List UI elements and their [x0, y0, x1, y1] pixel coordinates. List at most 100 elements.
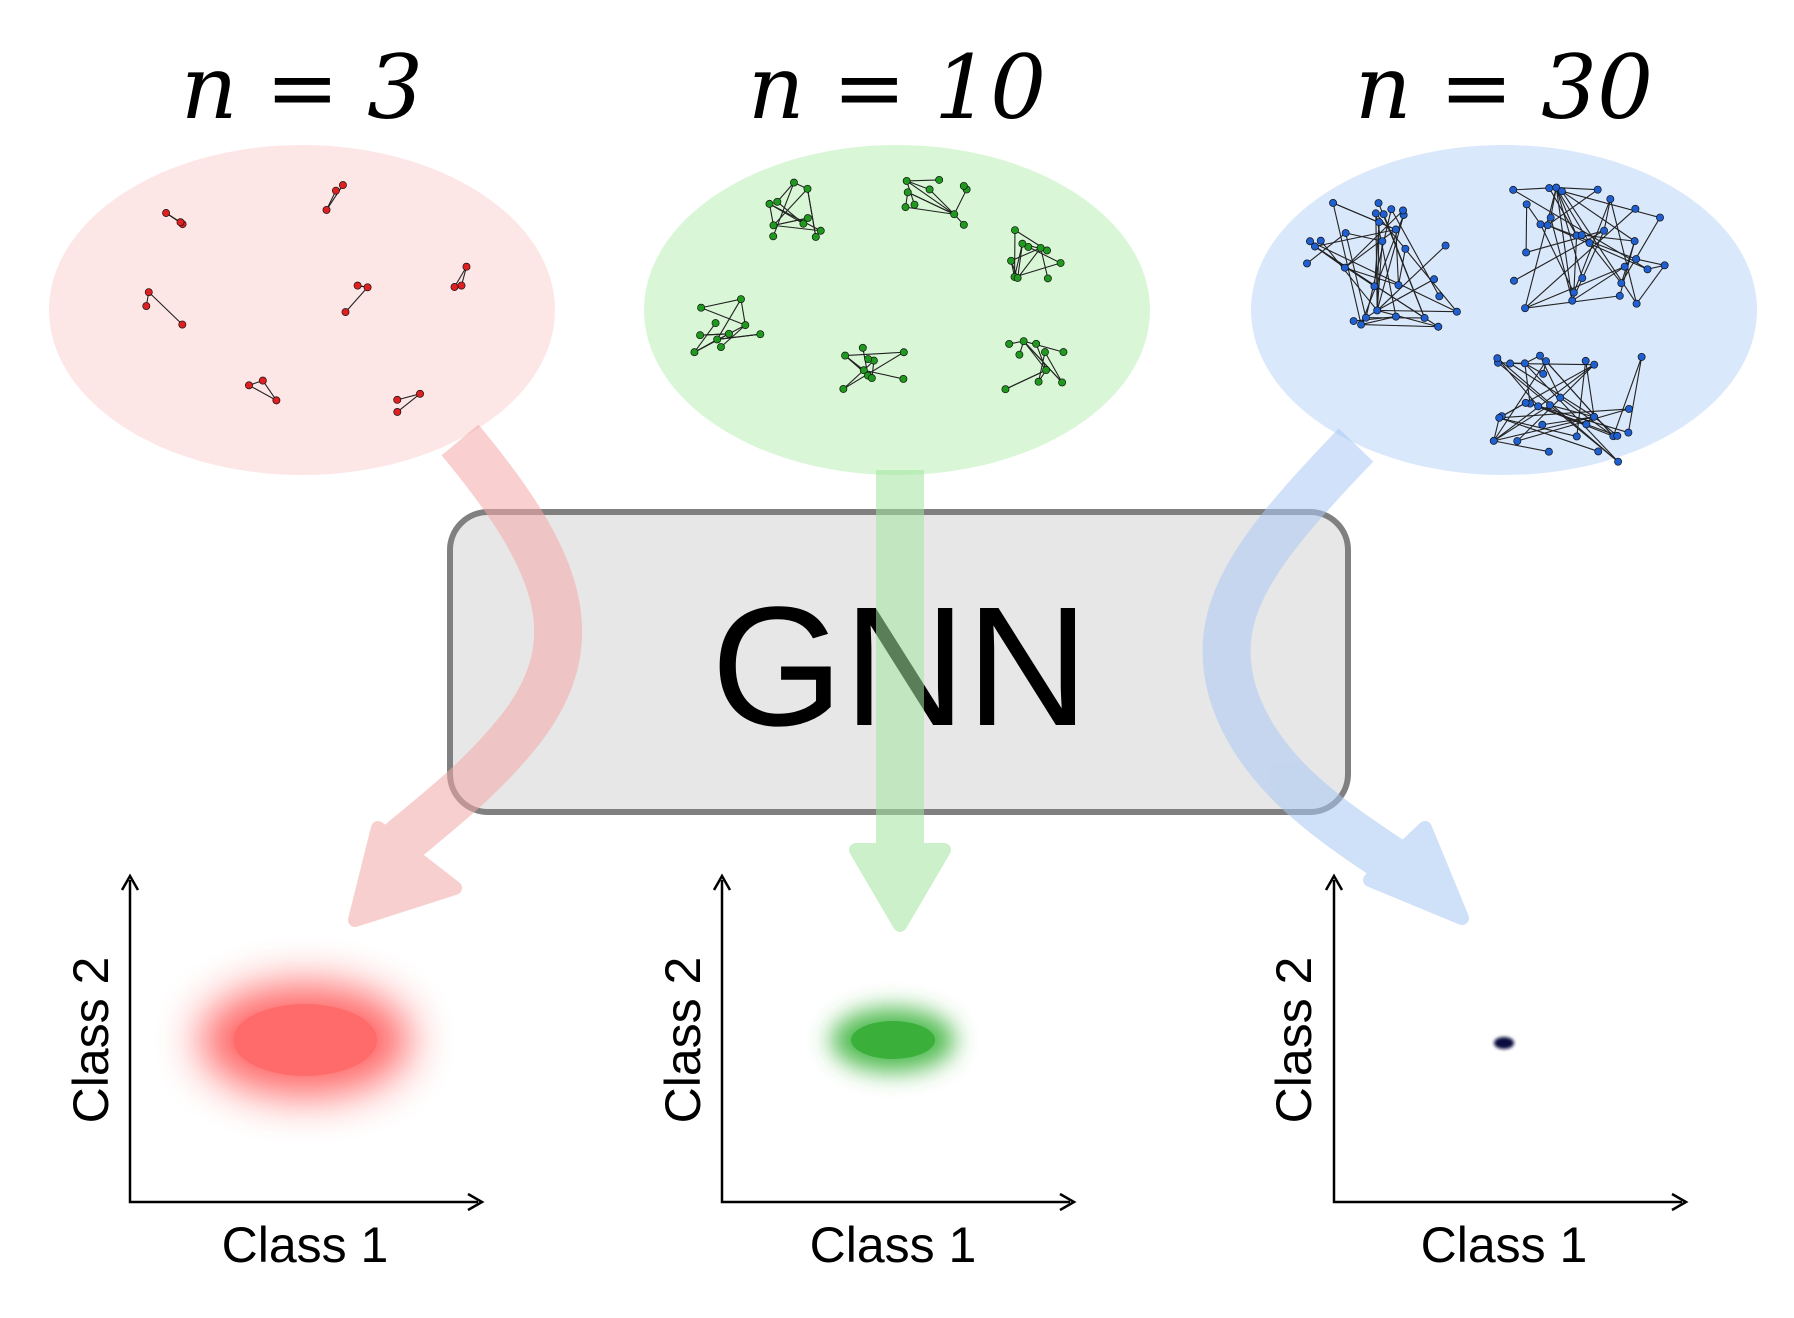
graph-n3-2	[142, 288, 187, 329]
embedding-blob-n30	[1494, 1037, 1514, 1049]
graph-node	[1019, 337, 1028, 346]
graph-node	[1521, 304, 1529, 313]
graph-node	[1546, 401, 1554, 410]
graph-node	[697, 303, 706, 312]
graph-node	[816, 226, 825, 235]
graph-node	[899, 374, 908, 383]
graph-node	[1660, 261, 1669, 270]
graph-node	[1489, 436, 1498, 445]
graph-node	[1361, 313, 1370, 322]
graph-node	[1303, 259, 1311, 268]
graph-node	[859, 366, 868, 375]
graph-node	[1058, 378, 1067, 387]
graph-node	[1545, 184, 1554, 193]
graph-node	[338, 181, 347, 190]
graph-n30-2	[1489, 351, 1646, 466]
graph-n10-2	[1007, 226, 1065, 283]
graph-n10-1	[901, 175, 971, 229]
graph-node	[741, 321, 750, 330]
graph-node	[1582, 420, 1591, 429]
graph-node	[1041, 348, 1049, 357]
graph-samples	[142, 175, 1669, 466]
graph-node	[1522, 200, 1531, 209]
graph-node	[1374, 199, 1383, 208]
xlabel-n3: Class 1	[222, 1217, 389, 1273]
graph-node	[799, 219, 808, 228]
graph-node	[1316, 236, 1325, 245]
graph-node	[713, 335, 722, 344]
graph-node	[1329, 199, 1338, 207]
output-plot-n30: Class 1 Class 2	[1266, 873, 1689, 1273]
bubble-n3	[49, 145, 555, 475]
graph-node	[1557, 187, 1566, 196]
graph-node	[1624, 428, 1633, 437]
graph-node	[1005, 339, 1014, 348]
graph-node	[1534, 402, 1543, 411]
graph-node	[1013, 274, 1022, 282]
graph-node	[144, 288, 153, 297]
graph-node	[1520, 359, 1529, 368]
graph-node	[1399, 206, 1407, 215]
graph-node	[1435, 292, 1444, 301]
ylabel-n10: Class 2	[655, 957, 711, 1124]
graph-node	[950, 210, 959, 219]
xlabel-n10: Class 1	[810, 1217, 977, 1273]
graph-node	[959, 220, 968, 229]
graph-n3-0	[162, 209, 187, 229]
graph-node	[1585, 238, 1594, 247]
graph-node	[1430, 275, 1439, 284]
graph-node	[935, 175, 944, 184]
bubble-n30	[1251, 145, 1757, 475]
graph-node	[1614, 457, 1623, 466]
graph-n10-0	[765, 178, 825, 241]
graph-node	[1632, 255, 1641, 264]
graph-node	[162, 209, 171, 217]
graph-node	[1373, 306, 1382, 315]
output-plot-n10: Class 1 Class 2	[655, 873, 1077, 1273]
axes-n3	[128, 880, 478, 1204]
graph-node	[1509, 185, 1518, 194]
bubble-n10	[644, 145, 1150, 475]
graph-node	[1581, 356, 1590, 365]
graph-node	[1018, 239, 1027, 248]
graph-node	[1625, 404, 1633, 413]
flow-arrow-n30	[1202, 428, 1469, 925]
graph-node	[1632, 299, 1641, 308]
graph-node	[1615, 291, 1624, 300]
graph-node	[910, 200, 919, 209]
graph-node	[1590, 412, 1599, 421]
n-labels: n = 3 n = 10 n = 30	[181, 36, 1653, 139]
graph-node	[1420, 314, 1429, 322]
graph-node	[1617, 279, 1626, 288]
axes-n30	[1332, 880, 1682, 1204]
graph-node	[1542, 357, 1550, 366]
graph-node	[176, 218, 185, 227]
graph-n3-5	[245, 376, 281, 405]
graph-node	[1042, 366, 1051, 375]
graph-node	[1441, 241, 1450, 250]
graph-node	[1656, 213, 1664, 222]
graph-n30-0	[1303, 199, 1461, 331]
graph-node	[1401, 244, 1410, 253]
graph-node	[1539, 369, 1548, 378]
graph-n3-1	[322, 181, 347, 214]
graph-node	[811, 233, 820, 241]
graph-node	[1594, 447, 1603, 456]
graph-node	[717, 343, 725, 351]
graph-node	[1311, 242, 1319, 251]
graph-node	[901, 203, 910, 212]
graph-node	[1556, 393, 1565, 402]
graph-node	[1434, 322, 1443, 331]
graph-node	[725, 329, 733, 338]
graph-node	[756, 330, 765, 339]
graph-node	[363, 283, 372, 292]
flow-arrows	[348, 424, 1469, 932]
graph-node	[1007, 256, 1016, 265]
graph-n3-6	[393, 389, 424, 416]
graph-node	[416, 389, 424, 398]
xlabel-n30: Class 1	[1421, 1217, 1588, 1273]
graph-node	[769, 232, 778, 241]
graph-node	[1630, 237, 1639, 246]
graph-node	[1637, 352, 1646, 361]
